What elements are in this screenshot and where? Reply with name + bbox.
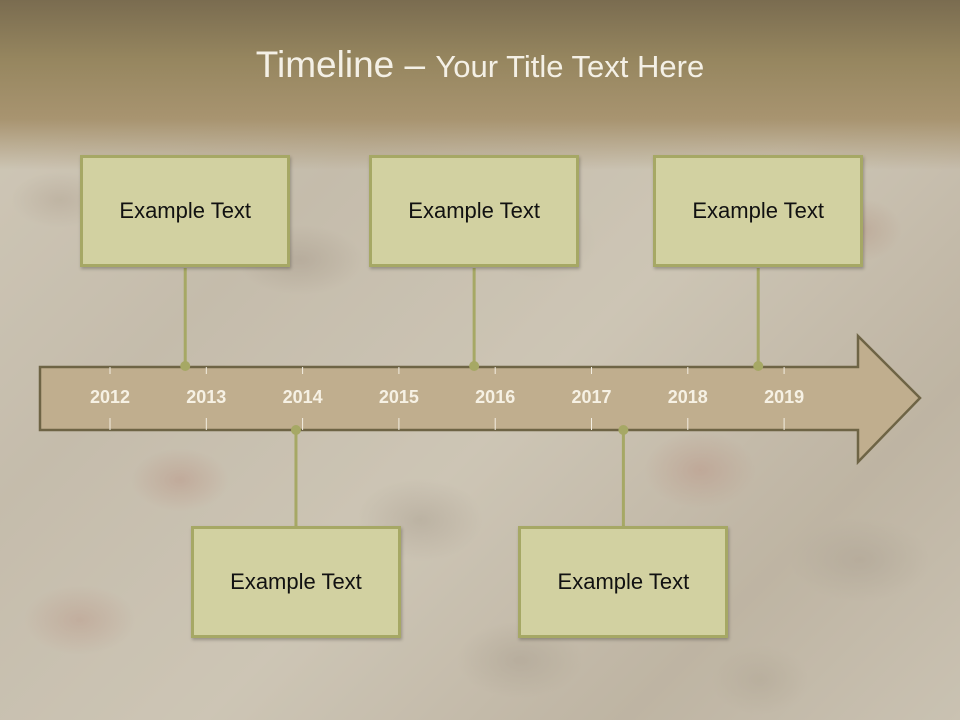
title-separator: –	[394, 44, 436, 85]
year-label: 2013	[186, 387, 226, 407]
year-label: 2015	[379, 387, 419, 407]
year-label: 2016	[475, 387, 515, 407]
event-label: Example Text	[230, 569, 362, 594]
title-subtitle: Your Title Text Here	[435, 49, 705, 84]
event-label: Example Text	[408, 198, 540, 223]
year-ticks	[109, 367, 785, 430]
connector-dot	[180, 361, 191, 371]
connector-dots	[180, 361, 764, 435]
year-label: 2018	[668, 387, 708, 407]
year-label: 2019	[764, 387, 804, 407]
year-labels: 2012 2013 2014 2015 2016 2017 2018 2019	[90, 387, 804, 407]
event-box: Example Text	[190, 526, 401, 638]
timeline-arrow	[38, 332, 922, 466]
year-label: 2014	[283, 387, 323, 407]
event-label: Example Text	[119, 198, 252, 223]
event-label: Example Text	[692, 198, 825, 223]
year-label: 2012	[90, 387, 130, 407]
event-box: Example Text	[653, 155, 864, 267]
title-main: Timeline	[255, 44, 395, 85]
event-label: Example Text	[557, 569, 690, 594]
event-box: Example Text	[80, 155, 291, 267]
connector-dot	[618, 425, 629, 435]
event-box: Example Text	[369, 155, 580, 267]
connector-dot	[753, 361, 764, 371]
year-label: 2017	[571, 387, 611, 407]
connector-dot	[290, 425, 301, 435]
connector-lines	[183, 268, 760, 528]
title-band	[0, 0, 960, 170]
slide-title: Timeline – Your Title Text Here	[0, 44, 960, 86]
connector-dot	[469, 361, 480, 371]
event-box: Example Text	[518, 526, 729, 638]
